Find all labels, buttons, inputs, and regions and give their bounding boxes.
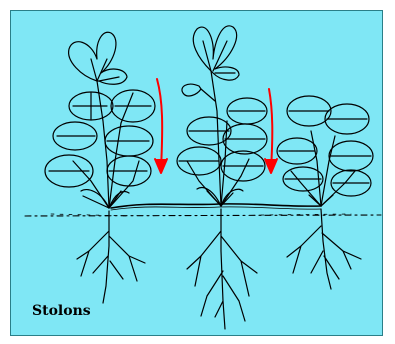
soil-line xyxy=(25,214,381,216)
stolons-illustration xyxy=(11,11,383,336)
diagram-caption: Stolons xyxy=(32,303,91,319)
diagram-frame xyxy=(10,10,383,336)
plant-middle xyxy=(177,26,267,329)
plant-right xyxy=(277,96,373,289)
arrow-left xyxy=(155,79,167,173)
arrow-right xyxy=(265,89,277,173)
plant-left xyxy=(45,32,155,303)
